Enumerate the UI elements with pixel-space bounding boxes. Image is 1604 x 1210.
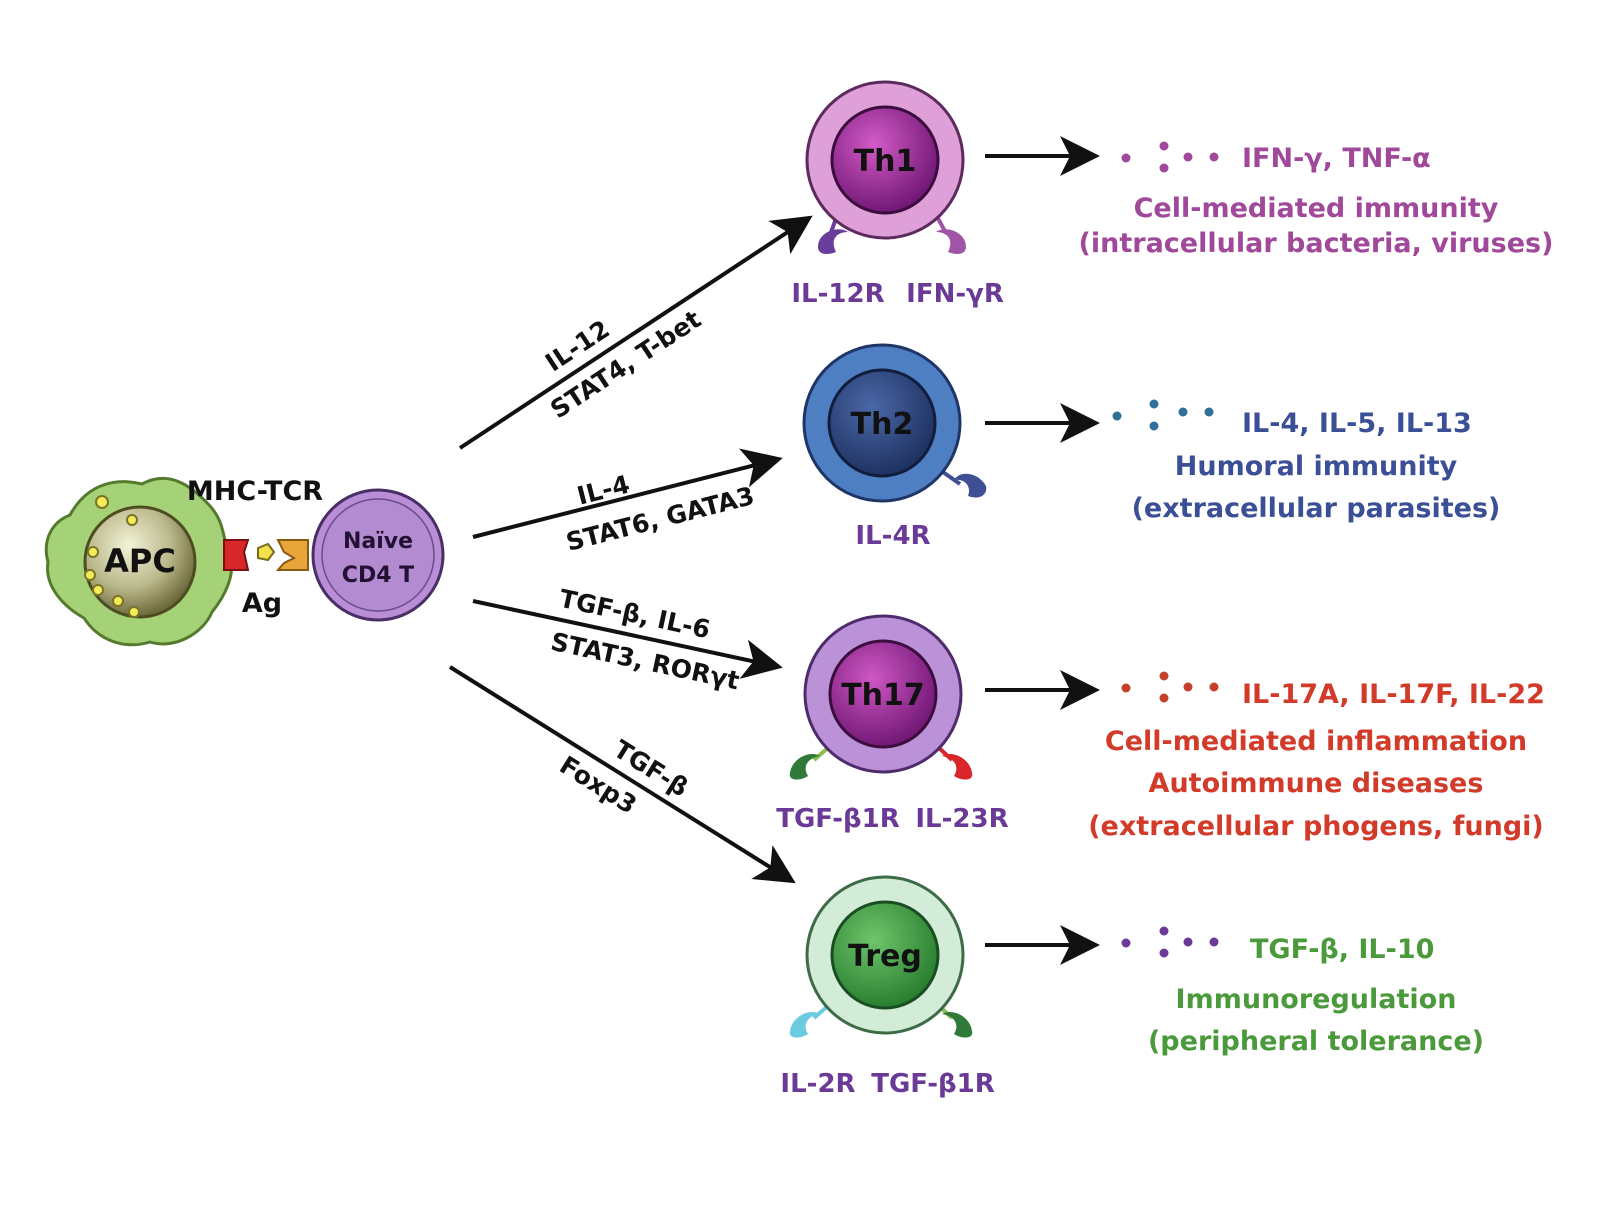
th17-receptor-1: TGF-β1R bbox=[776, 804, 900, 834]
th17-receptor-2: IL-23R bbox=[915, 804, 1008, 834]
mhc-molecule bbox=[223, 539, 250, 571]
treg-label: Treg bbox=[848, 939, 922, 974]
treg-tgfb1r-receptor-icon bbox=[942, 1011, 973, 1038]
naive-label-line2: CD4 T bbox=[342, 563, 414, 588]
th17-cytokines: IL-17A, IL-17F, IL-22 bbox=[1242, 679, 1545, 710]
mhc-tcr-label: MHC-TCR bbox=[187, 476, 323, 507]
th1-function-1: Cell-mediated immunity bbox=[1134, 193, 1499, 224]
mhc-tcr-synapse bbox=[223, 539, 309, 571]
naive-label-line1: Naïve bbox=[343, 529, 413, 554]
tcr-molecule bbox=[275, 539, 309, 571]
th1-cytokine-dots bbox=[1121, 141, 1219, 173]
apc-cell: APC bbox=[44, 476, 234, 647]
differentiation-arrows bbox=[448, 215, 813, 884]
apc-label: APC bbox=[104, 542, 176, 580]
th1-cytokines: IFN-γ, TNF-α bbox=[1242, 143, 1431, 174]
tgfb1r-receptor-icon bbox=[789, 753, 820, 780]
treg-function-1: Immunoregulation bbox=[1176, 984, 1457, 1015]
treg-receptor-1: IL-2R bbox=[780, 1069, 855, 1099]
th17-label: Th17 bbox=[841, 678, 925, 713]
th2-cytokines: IL-4, IL-5, IL-13 bbox=[1242, 408, 1472, 439]
apc-granules bbox=[84, 495, 140, 618]
antigen-label: Ag bbox=[242, 588, 282, 619]
th1-function-2: (intracellular bacteria, viruses) bbox=[1079, 228, 1554, 259]
il12r-receptor-icon bbox=[818, 229, 848, 255]
pathway-th2-labels: IL-4 STAT6, GATA3 bbox=[563, 470, 757, 557]
th2-cell: Th2 bbox=[802, 343, 987, 503]
treg-cytokine-dots bbox=[1121, 926, 1219, 958]
arrow-to-th2 bbox=[472, 448, 783, 539]
th2-function-2: (extracellular parasites) bbox=[1132, 493, 1501, 524]
th1-receptor-2: IFN-γR bbox=[906, 279, 1004, 309]
il2r-receptor-icon bbox=[789, 1011, 820, 1038]
th1-label: Th1 bbox=[854, 144, 917, 179]
th2-label: Th2 bbox=[851, 407, 914, 442]
th2-function-1: Humoral immunity bbox=[1175, 451, 1458, 482]
th2-inducer: IL-4 bbox=[574, 470, 633, 511]
naive-cd4-t-cell: Naïve CD4 T bbox=[311, 488, 445, 622]
th1-receptor-1: IL-12R bbox=[791, 279, 884, 309]
il23r-receptor-icon bbox=[942, 753, 973, 780]
apc-nucleus bbox=[83, 505, 197, 619]
arrow-to-th17 bbox=[472, 599, 783, 679]
ifngr-receptor-icon bbox=[936, 229, 966, 255]
th1-cell: Th1 bbox=[805, 80, 966, 255]
antigen-icon bbox=[257, 542, 276, 562]
th2-receptor-1: IL-4R bbox=[855, 521, 930, 551]
th17-cytokine-dots bbox=[1121, 671, 1219, 703]
arrow-to-treg bbox=[448, 665, 796, 884]
arrow-to-th1 bbox=[458, 215, 813, 450]
th17-function-2: Autoimmune diseases bbox=[1149, 768, 1484, 799]
output-arrows bbox=[985, 136, 1100, 965]
th2-cytokine-dots bbox=[1112, 399, 1214, 431]
treg-cell: Treg bbox=[789, 875, 973, 1038]
treg-function-2: (peripheral tolerance) bbox=[1148, 1026, 1484, 1057]
th17-function-3: (extracellular phogens, fungi) bbox=[1088, 811, 1544, 842]
il4r-receptor-icon bbox=[954, 473, 987, 498]
treg-receptor-2: TGF-β1R bbox=[871, 1069, 995, 1099]
th17-function-1: Cell-mediated inflammation bbox=[1105, 726, 1527, 757]
treg-cytokines: TGF-β, IL-10 bbox=[1250, 934, 1434, 965]
th17-cell: Th17 bbox=[789, 614, 973, 780]
